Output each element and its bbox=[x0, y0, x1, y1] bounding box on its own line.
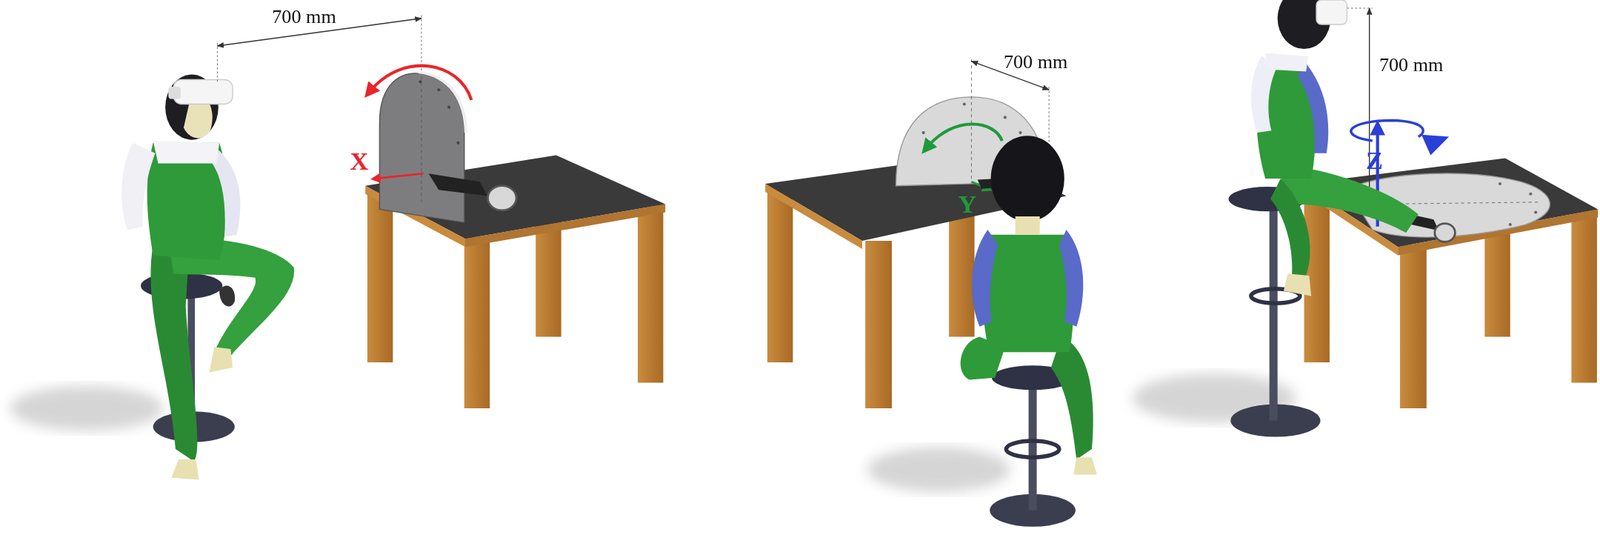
shadow bbox=[867, 446, 1011, 492]
person-arm bbox=[1297, 61, 1329, 154]
table-leg bbox=[1400, 245, 1427, 409]
dimension-label: 700 mm bbox=[1003, 51, 1069, 72]
stool-pole bbox=[1028, 387, 1038, 510]
person-foot bbox=[1073, 457, 1098, 475]
table-leg bbox=[367, 188, 393, 363]
rotation-arrow bbox=[926, 124, 1003, 149]
person-foot bbox=[208, 346, 233, 372]
panel-y-rotation bbox=[765, 59, 1098, 527]
table-leg bbox=[464, 237, 490, 409]
person-shirt bbox=[1265, 53, 1309, 72]
dimension-label: 700 mm bbox=[271, 6, 337, 26]
table-edge bbox=[465, 204, 666, 248]
person-neck bbox=[1015, 216, 1040, 235]
plate-axis bbox=[971, 59, 972, 182]
table-edge bbox=[765, 183, 863, 249]
plate-axis bbox=[420, 76, 422, 204]
shadow bbox=[10, 385, 164, 432]
axis-label: X bbox=[349, 148, 369, 174]
rotation-arrow bbox=[369, 65, 472, 100]
vr-headset bbox=[173, 79, 233, 104]
panel-x-rotation bbox=[10, 15, 666, 480]
table-leg bbox=[1304, 185, 1330, 363]
controller-ring bbox=[1434, 223, 1456, 243]
table-leg bbox=[865, 240, 892, 409]
person-leg bbox=[1270, 178, 1310, 276]
stool-pole bbox=[1269, 204, 1278, 421]
rotation-arrow bbox=[1351, 120, 1423, 142]
person-leg bbox=[150, 245, 198, 462]
person-arm bbox=[121, 142, 155, 230]
rotation-plate bbox=[379, 73, 464, 223]
axis-arrow bbox=[375, 173, 424, 179]
rotation-arrowhead bbox=[1421, 134, 1449, 156]
person-arm bbox=[971, 229, 998, 327]
table-leg bbox=[637, 204, 663, 383]
axis-label: Z bbox=[1365, 147, 1383, 173]
dimension-label: 700 mm bbox=[1379, 54, 1444, 75]
axis-label: Y bbox=[957, 191, 977, 217]
person-foot bbox=[171, 459, 199, 480]
panel-z-rotation bbox=[1132, 0, 1598, 438]
vr-headset bbox=[1316, 0, 1347, 25]
person-overall bbox=[982, 234, 1074, 352]
stool-ring bbox=[1005, 440, 1060, 458]
person-shirt bbox=[153, 140, 220, 163]
person-arm bbox=[1059, 229, 1083, 327]
table-leg bbox=[1571, 208, 1597, 383]
person-hair bbox=[991, 135, 1065, 222]
extension-line bbox=[1346, 8, 1372, 9]
person-foot bbox=[1283, 273, 1312, 296]
vr-strap bbox=[168, 86, 181, 100]
controller-ring bbox=[487, 185, 517, 211]
person-leg bbox=[1051, 337, 1094, 460]
table-leg bbox=[767, 185, 793, 363]
controller bbox=[219, 285, 235, 306]
controller bbox=[428, 173, 489, 196]
extension-line bbox=[217, 42, 218, 82]
